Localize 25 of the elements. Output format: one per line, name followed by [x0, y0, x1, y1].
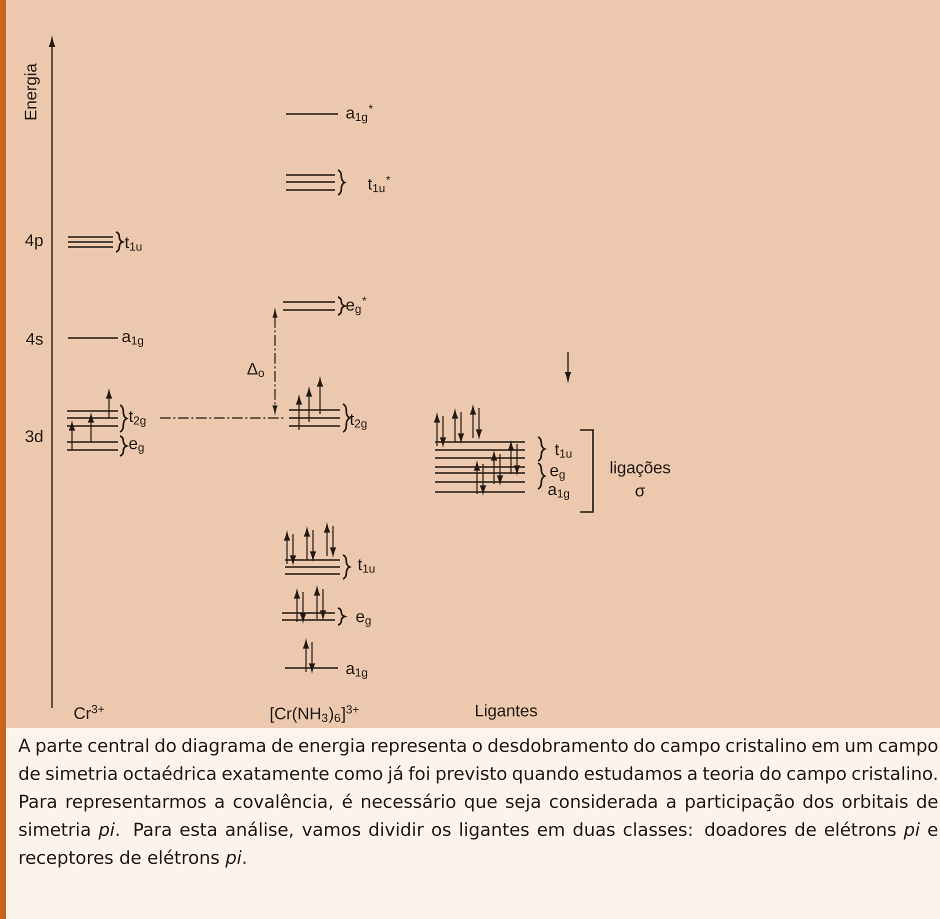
- level-label: 3d: [26, 430, 42, 442]
- level-label: a$_{1g}$*: [346, 104, 373, 124]
- level-label: t$_{2g}$: [350, 414, 366, 430]
- level-label: a$_{1g}$: [346, 665, 368, 679]
- caption-text: A parte central do diagrama de energia representa o desdobramento do campo cristalino em um campo de simetria octaédrica exatamente como já foi previsto quando estudamos a teoria do campo cristalino. Para representarmos a covalência, é necessário que seja considerada a participação dos orbitais de simetria pi. Para esta análise, vamos dividir os ligantes em duas classes: doadores de elétrons pi e receptores de elétrons pi.: [18, 738, 938, 868]
- level-label: t$_{2g}$: [128, 411, 146, 427]
- species-label: [Cr(NH$_{3}$)$_{6}$]$^{3+}$: [270, 705, 359, 723]
- level-label: e$_{g}$: [550, 467, 565, 481]
- level-label: t$_{1u}$: [358, 559, 374, 573]
- bond-label: σ: [636, 488, 645, 496]
- species-label: Cr$^{3+}$: [74, 704, 104, 720]
- level-label: t$_{1u}$: [554, 444, 572, 458]
- level-label: a$_{1g}$: [122, 333, 144, 347]
- level-label: e$_{g}$: [129, 440, 144, 454]
- axis-label: Energia: [24, 63, 40, 120]
- level-label: 4s: [26, 333, 43, 345]
- bond-label: ligações: [610, 461, 670, 477]
- level-label: 4p: [25, 234, 43, 250]
- species-label: Ligantes: [476, 704, 537, 720]
- level-label: e$_{g}$*: [346, 296, 366, 316]
- delta-label: Δ$_{o}$: [247, 363, 264, 377]
- level-label: t$_{1u}$: [124, 237, 142, 251]
- level-label: t$_{1u}$*: [368, 176, 390, 192]
- level-label: e$_{g}$: [356, 613, 371, 627]
- level-label: a$_{1g}$: [548, 486, 570, 500]
